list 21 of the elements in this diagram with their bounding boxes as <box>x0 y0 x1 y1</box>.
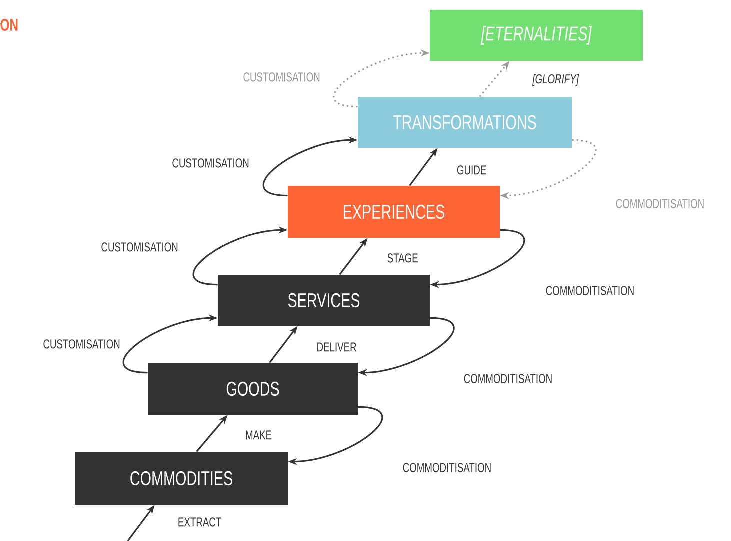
heading-fragment: ON <box>0 18 18 32</box>
stage-box: GOODS <box>148 363 358 415</box>
edge-label: MAKE <box>246 430 272 440</box>
stage-box: TRANSFORMATIONS <box>358 97 572 148</box>
edge-label: CUSTOMISATION <box>244 72 320 82</box>
stage-box: [ETERNALITIES] <box>430 10 643 61</box>
edge-label: CUSTOMISATION <box>44 340 120 349</box>
edge-label: CUSTOMISATION <box>102 242 178 252</box>
edge-label: COMMODITISATION <box>403 463 491 472</box>
edge-label: STAGE <box>388 254 418 263</box>
edge-label: [GLORIFY] <box>532 74 580 86</box>
edge-label: EXTRACT <box>178 518 222 527</box>
edge-label: COMMODITISATION <box>616 199 704 208</box>
edge-label: COMMODITISATION <box>546 286 634 296</box>
edge-label: COMMODITISATION <box>464 374 552 384</box>
stage-box: COMMODITIES <box>75 452 288 505</box>
stage-box: SERVICES <box>218 275 430 326</box>
edge-label: CUSTOMISATION <box>172 158 249 168</box>
edge-label: DELIVER <box>318 342 356 352</box>
edge-label: GUIDE <box>457 166 486 175</box>
stage-box: EXPERIENCES <box>288 186 500 238</box>
